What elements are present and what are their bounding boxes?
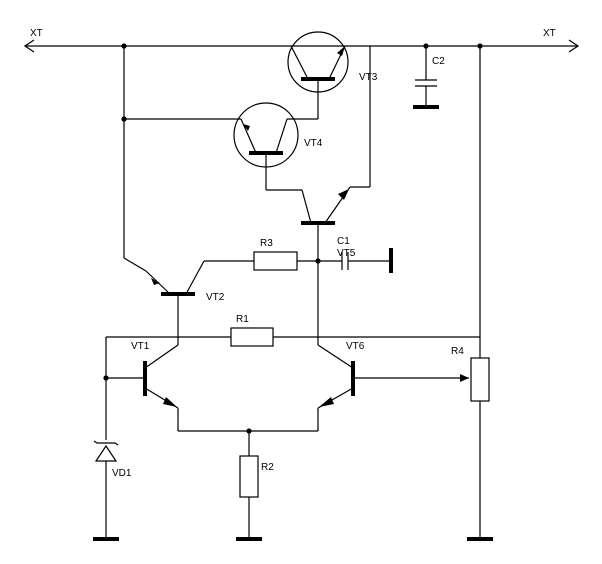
transistor-vt1: [106, 344, 179, 431]
vt1-label: VT1: [131, 341, 150, 352]
transistor-vt6: [317, 344, 469, 431]
terminal-left-label: XT: [30, 28, 43, 39]
r1-label: R1: [236, 314, 249, 325]
resistor-r3: [204, 251, 318, 271]
r2-label: R2: [261, 462, 274, 473]
transistor-vt2: [145, 260, 205, 345]
terminal-right-label: XT: [543, 28, 556, 39]
vt4-label: VT4: [304, 138, 323, 149]
transistor-vt5: [301, 186, 351, 345]
c2-label: C2: [432, 56, 445, 67]
r4-label: R4: [451, 346, 464, 357]
left-rail-wires: [123, 46, 241, 272]
vt2-label: VT2: [206, 292, 225, 303]
vt3-wires: [287, 46, 371, 188]
vd1-label: VD1: [112, 468, 132, 479]
diode-vd1: [93, 440, 119, 541]
vt5-label: VT5: [337, 248, 356, 259]
capacitor-c1: [318, 248, 393, 273]
resistor-r1: [105, 327, 480, 440]
r3-label: R3: [260, 238, 273, 249]
vt3-label: VT3: [359, 72, 378, 83]
resistor-r2: [178, 430, 318, 541]
vt6-label: VT6: [346, 341, 365, 352]
transistor-vt3: [287, 31, 349, 119]
c1-label: C1: [337, 236, 350, 247]
top-bus: [23, 39, 580, 53]
capacitor-c2: [413, 46, 439, 109]
resistor-r4: [467, 46, 493, 541]
transistor-vt4: [233, 102, 302, 191]
